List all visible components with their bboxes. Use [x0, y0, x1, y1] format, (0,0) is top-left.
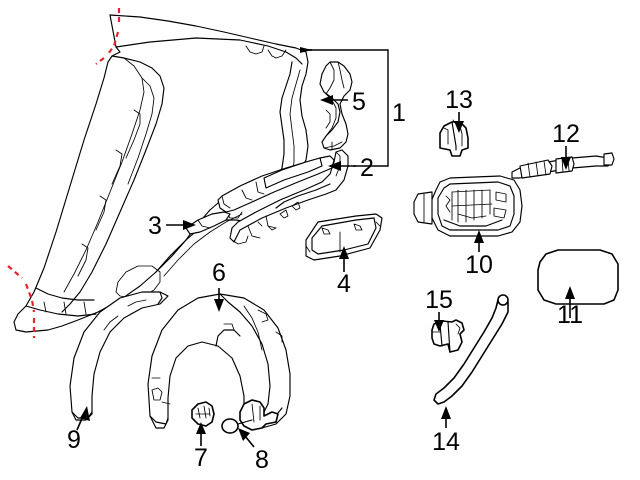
part-inner-reinforcement-brace	[319, 61, 353, 151]
part-fuel-filler-door	[537, 249, 619, 305]
callout-leader-3	[166, 220, 196, 230]
callout-leader-10	[474, 230, 484, 252]
part-rocker-reinforcement-lower	[229, 149, 349, 245]
callout-leader-2	[328, 161, 356, 171]
callout-label-4: 4	[337, 270, 351, 298]
callout-leader-11	[565, 286, 575, 318]
callout-label-12: 12	[552, 120, 580, 148]
cut-mark-lower	[7, 265, 36, 338]
callout-label-9: 9	[67, 426, 81, 454]
callout-leader-4	[339, 246, 349, 272]
callout-label-3: 3	[148, 212, 162, 240]
callout-leader-9	[76, 406, 90, 431]
callout-leader-6	[214, 288, 224, 312]
callout-label-11: 11	[557, 301, 583, 329]
callout-label-10: 10	[465, 251, 493, 279]
callout-bracket-1	[300, 47, 389, 167]
callout-label-2: 2	[360, 154, 374, 182]
part-fuel-filler-housing	[413, 175, 523, 237]
callout-leader-13	[454, 112, 464, 133]
callout-label-14: 14	[432, 428, 460, 456]
part-retainer-clip	[191, 401, 215, 427]
callout-label-15: 15	[425, 286, 453, 314]
part-inner-wheelhouse-liner	[147, 293, 291, 429]
part-wheelhouse-bracket	[185, 211, 231, 235]
callout-label-7: 7	[194, 444, 208, 472]
callout-leader-15	[434, 312, 444, 332]
callout-label-5: 5	[352, 88, 366, 116]
part-drain-hose	[433, 294, 509, 405]
part-release-cable-rod	[511, 152, 615, 179]
callout-leader-7	[196, 422, 206, 446]
part-push-pin-fastener	[221, 399, 279, 434]
callout-leader-14	[441, 406, 451, 428]
callout-label-13: 13	[445, 86, 473, 114]
cut-mark-upper	[95, 8, 121, 65]
part-actuator-housing	[439, 119, 469, 157]
part-rocker-reinforcement-upper	[217, 155, 335, 219]
callout-leader-5	[320, 95, 348, 105]
callout-leader-8	[238, 428, 255, 448]
callout-label-8: 8	[255, 446, 269, 474]
callout-leader-12	[561, 146, 571, 170]
callout-label-6: 6	[212, 259, 226, 287]
callout-label-1: 1	[392, 99, 406, 127]
part-quarter-panel-assembly	[13, 14, 309, 333]
